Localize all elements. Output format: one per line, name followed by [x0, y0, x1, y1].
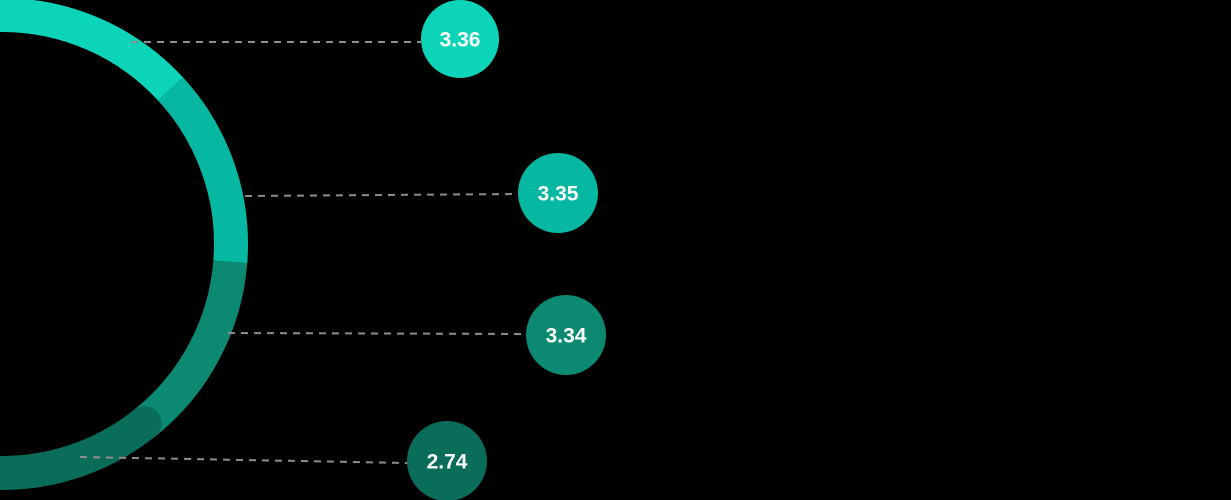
arc-segment-4[interactable] [0, 406, 162, 490]
arc-segment-2[interactable] [157, 77, 248, 264]
arc-segment-3[interactable] [133, 260, 248, 437]
leader-line-group [79, 41, 527, 464]
bubble-circle-2[interactable] [518, 153, 598, 233]
bubble-circle-3[interactable] [526, 295, 606, 375]
leader-line-2 [244, 193, 519, 197]
bubble-value-4: 2.74 [427, 451, 468, 474]
value-bubble-3[interactable]: 3.34 [526, 295, 606, 375]
bubble-circle-1[interactable] [421, 0, 499, 78]
value-bubble-1[interactable]: 3.36 [421, 0, 499, 78]
arc-segment-1[interactable] [0, 0, 188, 106]
bubble-value-1: 3.36 [440, 29, 481, 52]
bubble-value-3: 3.34 [546, 325, 587, 348]
value-bubble-4[interactable]: 2.74 [407, 421, 487, 500]
leader-line-3 [227, 332, 527, 335]
value-bubble-2[interactable]: 3.35 [518, 153, 598, 233]
leader-line-4 [79, 456, 409, 464]
bubble-value-2: 3.35 [538, 183, 579, 206]
bubble-circle-4[interactable] [407, 421, 487, 500]
arc-group [0, 0, 248, 490]
value-bubble-group: 3.36 3.35 3.34 2.74 [407, 0, 606, 500]
